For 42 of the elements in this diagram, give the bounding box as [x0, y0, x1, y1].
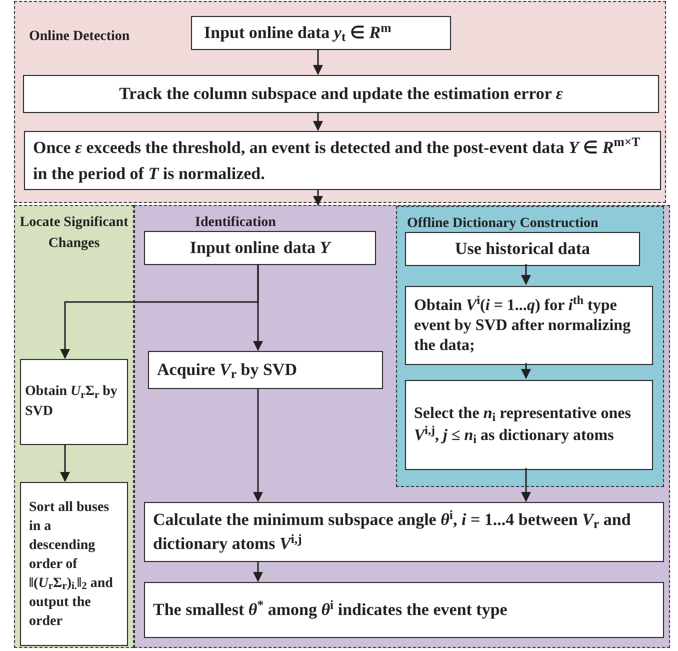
arrow [521, 468, 531, 502]
online-detection-panel [14, 1, 666, 203]
process-text: Sort all buses in a descending order of ‖(U$_{r}$Σ$_{r}$)$_{i.}$‖$_{2}$ and output the order [29, 498, 114, 630]
process-text: Select the n$_{i}$ representative ones V$^{i,j}$, j ≤ n$_{i}$ as dictionary atoms [414, 404, 632, 447]
process-box [23, 75, 659, 113]
process-box [24, 131, 661, 190]
process-text: Track the column subspace and update the estimation error ε [118, 83, 564, 106]
locate-changes-panel [14, 205, 134, 648]
process-box [144, 502, 664, 562]
process-box [191, 16, 451, 50]
process-box [405, 232, 640, 266]
panel-title: Offline Dictionary Construction [407, 215, 598, 233]
process-text: Calculate the minimum subspace angle θ$^{i}$, i = 1...4 between V$_{r}$ and dictionary atoms V$^{i,j}$ [153, 508, 632, 555]
identification-panel [134, 205, 670, 648]
offline-dictionary-panel [396, 206, 664, 487]
arrow [60, 264, 259, 359]
panel-title: Online Detection [29, 28, 130, 46]
panel-title: Identification [195, 214, 276, 232]
arrow [313, 189, 323, 206]
process-text: Input online data y$_{t}$ ∈ R$^{m}$ [204, 20, 392, 46]
process-box [405, 286, 653, 365]
process-box [405, 380, 653, 470]
arrow [253, 388, 263, 502]
arrow [60, 444, 70, 482]
process-box [144, 231, 376, 265]
process-text: The smallest θ$^{*}$ among θ$^{i}$ indicates the event type [153, 597, 508, 622]
process-text: Once ε exceeds the threshold, an event is detected and the post-event data Y ∈ R$^{m×T}$ in the period of T is normalized. [33, 134, 642, 185]
process-box [144, 582, 664, 638]
process-text: Obtain U$_{r}$Σ$_{r}$ by SVD [25, 383, 118, 421]
process-text: Acquire V$_{r}$ by SVD [157, 359, 298, 383]
arrow [521, 264, 531, 285]
arrow [313, 112, 323, 131]
arrow [253, 561, 263, 582]
panel-title: Locate Significant Changes [18, 214, 130, 253]
process-box [148, 351, 383, 389]
process-text: Use historical data [454, 238, 592, 260]
arrow [313, 49, 323, 75]
process-text: Input online data Y [188, 237, 332, 260]
process-box [20, 482, 128, 646]
process-box [20, 359, 128, 445]
process-text: Obtain V$^{i}$(i = 1...q) for i$^{th}$ type event by SVD after normalizing the data; [414, 296, 632, 356]
arrow [521, 363, 531, 379]
